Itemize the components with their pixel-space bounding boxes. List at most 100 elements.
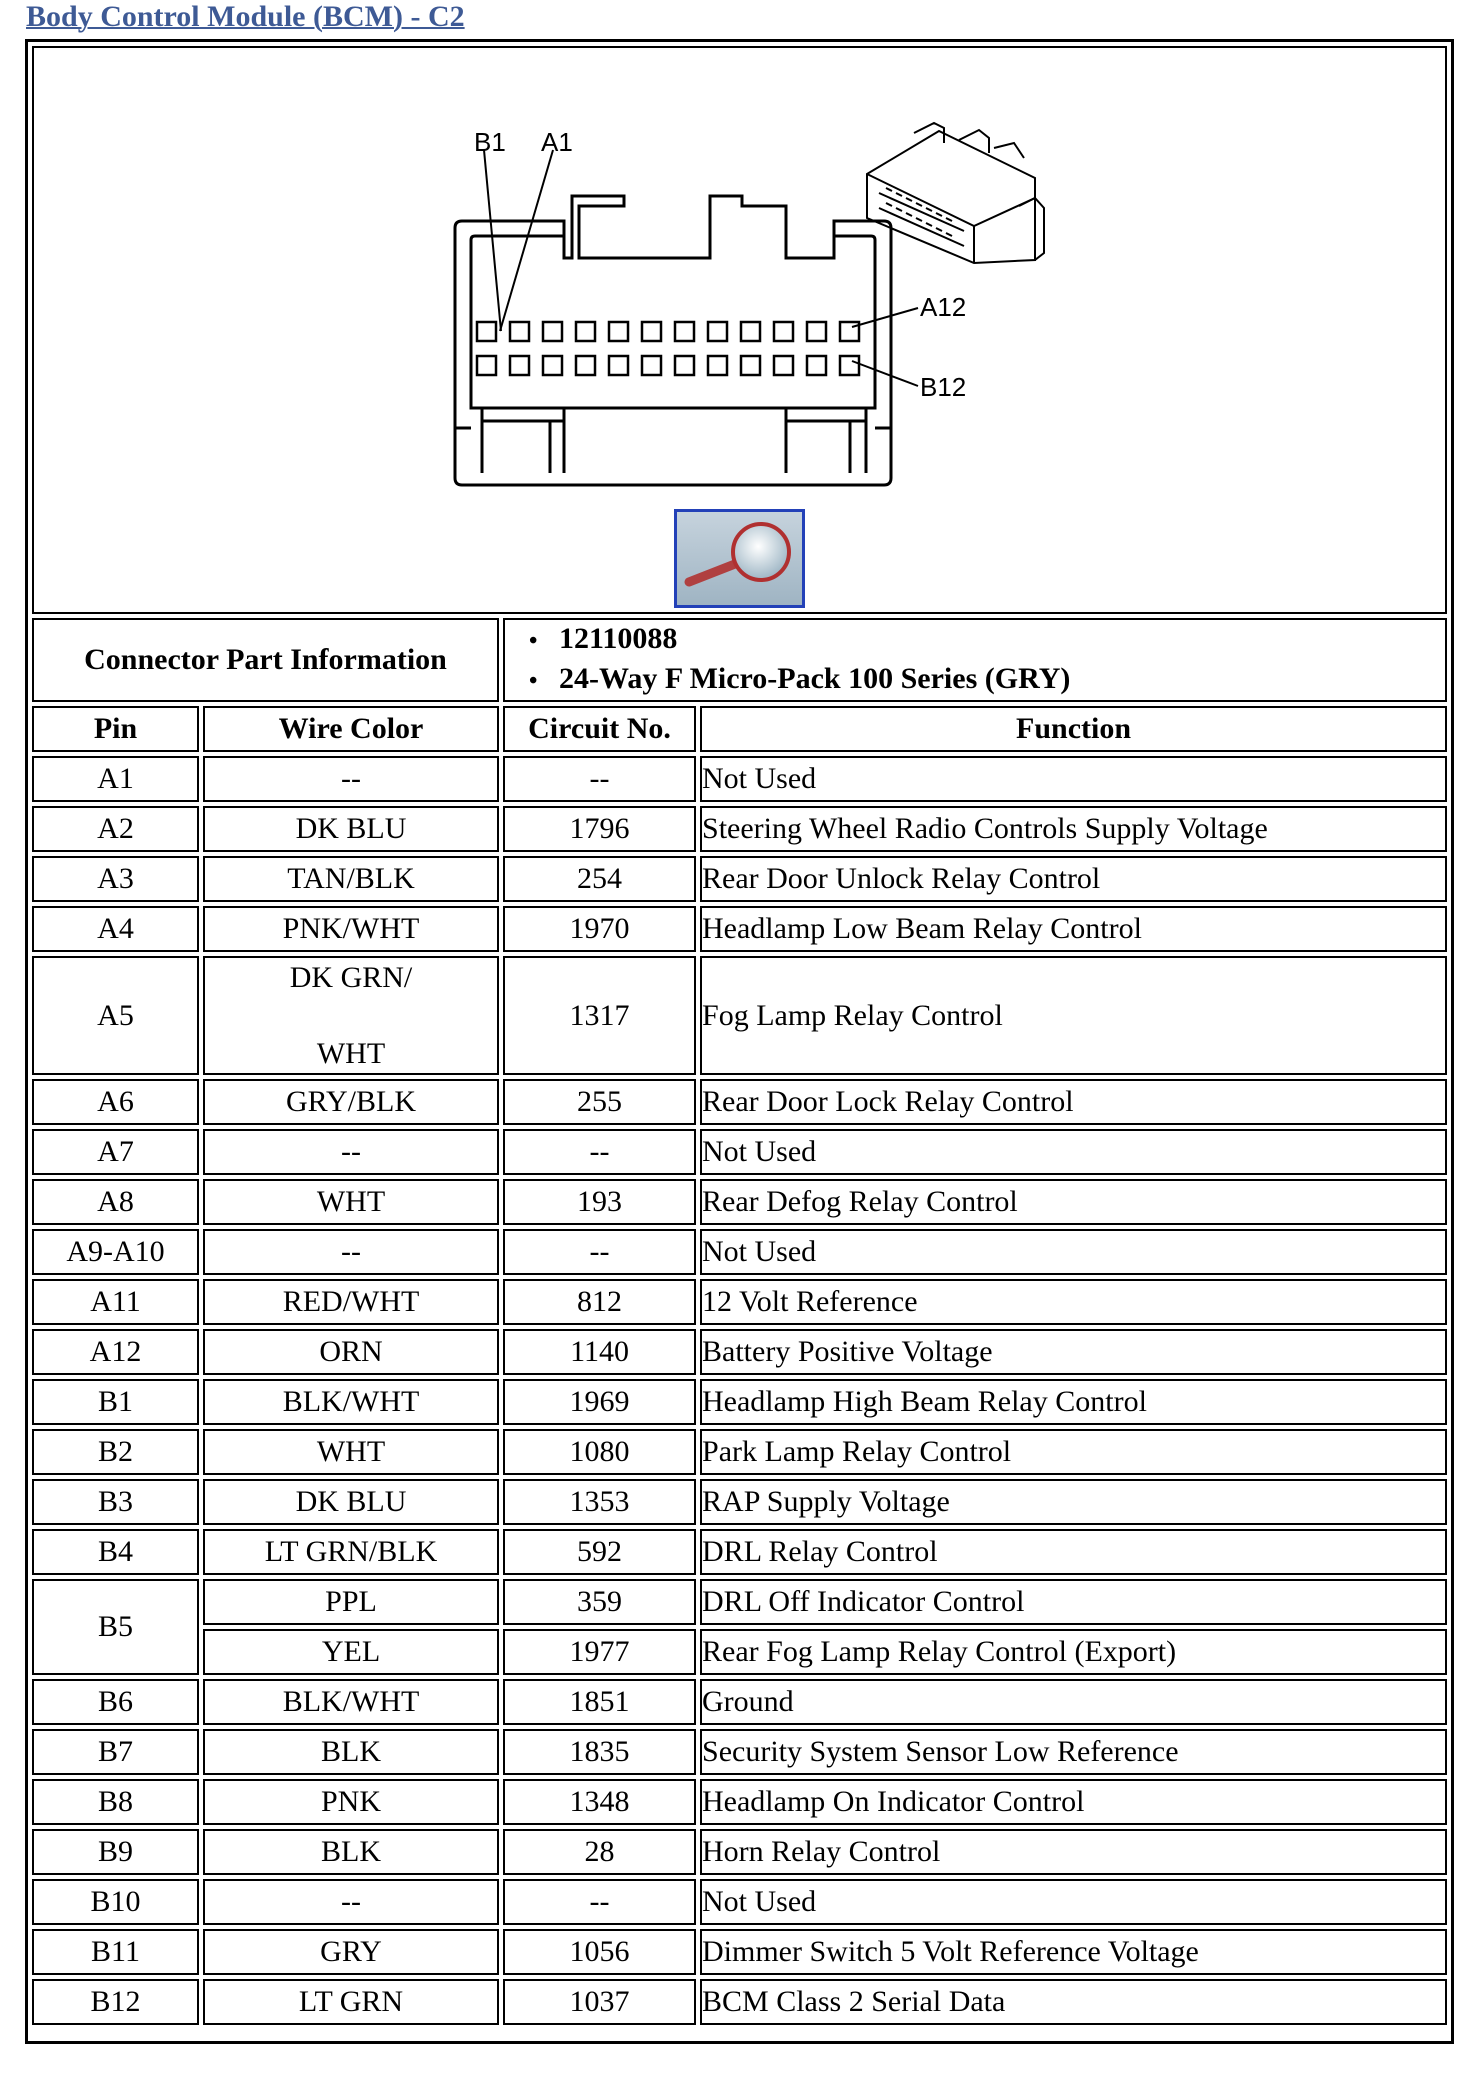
circuit-cell: 1835 (503, 1729, 697, 1775)
circuit-cell: 1969 (503, 1379, 697, 1425)
function-cell: Steering Wheel Radio Controls Supply Vol… (700, 806, 1448, 852)
pin-cell: B10 (32, 1879, 199, 1925)
pin-cell: B1 (32, 1379, 199, 1425)
function-cell: DRL Off Indicator Control (700, 1579, 1448, 1625)
pin-cavity (772, 354, 795, 377)
wire-color-cell: PNK/WHT (203, 906, 500, 952)
function-cell: Ground (700, 1679, 1448, 1725)
circuit-cell: 255 (503, 1079, 697, 1125)
function-cell: Headlamp High Beam Relay Control (700, 1379, 1448, 1425)
circuit-cell: 592 (503, 1529, 697, 1575)
pin-cell: B5 (32, 1579, 199, 1675)
wire-color-cell: BLK/WHT (203, 1379, 500, 1425)
connector-3d-view (866, 121, 1045, 265)
function-cell: 12 Volt Reference (700, 1279, 1448, 1325)
wire-color-cell: DK BLU (203, 1479, 500, 1525)
wire-color-cell: BLK (203, 1729, 500, 1775)
table-row: B6 BLK/WHT 1851 Ground (32, 1679, 1448, 1725)
pin-cell: B8 (32, 1779, 199, 1825)
table-row: A9-A10 -- -- Not Used (32, 1229, 1448, 1275)
table-row: A1 -- -- Not Used (32, 756, 1448, 802)
wire-color-cell: GRY/BLK (203, 1079, 500, 1125)
pin-cell: A8 (32, 1179, 199, 1225)
circuit-cell: 1140 (503, 1329, 697, 1375)
table-row: A2 DK BLU 1796 Steering Wheel Radio Cont… (32, 806, 1448, 852)
function-cell: Dimmer Switch 5 Volt Reference Voltage (700, 1929, 1448, 1975)
pin-cell: A9-A10 (32, 1229, 199, 1275)
pin-cell: A3 (32, 856, 199, 902)
table-row: A7 -- -- Not Used (32, 1129, 1448, 1175)
circuit-cell: 1037 (503, 1979, 697, 2025)
circuit-cell: 1317 (503, 956, 697, 1075)
wire-color-cell: LT GRN/BLK (203, 1529, 500, 1575)
pin-cell: B3 (32, 1479, 199, 1525)
pin-cell: B2 (32, 1429, 199, 1475)
pin-cell: A2 (32, 806, 199, 852)
connector-diagram-panel: B1 A1 A12 B12 (32, 46, 1447, 614)
function-cell: Fog Lamp Relay Control (700, 956, 1448, 1075)
pin-cavity (574, 320, 597, 343)
connector-document: B1 A1 A12 B12 (25, 39, 1454, 2044)
circuit-cell: 1970 (503, 906, 697, 952)
wire-color-cell: PNK (203, 1779, 500, 1825)
circuit-cell: 1080 (503, 1429, 697, 1475)
zoom-button[interactable] (674, 509, 805, 608)
wire-color-cell: TAN/BLK (203, 856, 500, 902)
function-cell: Rear Door Unlock Relay Control (700, 856, 1448, 902)
table-row: B8 PNK 1348 Headlamp On Indicator Contro… (32, 1779, 1448, 1825)
wire-color-line: WHT (316, 1036, 386, 1070)
pin-cavity (508, 354, 531, 377)
circuit-cell: 193 (503, 1179, 697, 1225)
header-pin: Pin (32, 706, 199, 752)
wire-color-line: DK GRN/ (289, 960, 413, 994)
connector-face-diagram: B1 A1 A12 B12 (453, 121, 1045, 487)
circuit-cell: 1796 (503, 806, 697, 852)
table-row: A5 DK GRN/ WHT 1317 Fog Lamp Relay Contr… (32, 956, 1448, 1075)
wire-color-cell: BLK/WHT (203, 1679, 500, 1725)
label-b1: B1 (474, 127, 506, 157)
magnifier-icon (684, 522, 791, 587)
circuit-cell: 1056 (503, 1929, 697, 1975)
page-title[interactable]: Body Control Module (BCM) - C2 (26, 0, 465, 33)
pin-cavity (772, 320, 795, 343)
table-header-row: Pin Wire Color Circuit No. Function (32, 706, 1448, 752)
pin-cell: B6 (32, 1679, 199, 1725)
circuit-cell: -- (503, 756, 697, 802)
pin-cell: B12 (32, 1979, 199, 2025)
circuit-cell: 1348 (503, 1779, 697, 1825)
function-cell: Rear Door Lock Relay Control (700, 1079, 1448, 1125)
label-b12: B12 (920, 372, 966, 402)
function-cell: Security System Sensor Low Reference (700, 1729, 1448, 1775)
pin-cavity (475, 354, 498, 377)
wire-color-cell: WHT (203, 1429, 500, 1475)
table-row: B7 BLK 1835 Security System Sensor Low R… (32, 1729, 1448, 1775)
pin-cavity (706, 354, 729, 377)
function-cell: Battery Positive Voltage (700, 1329, 1448, 1375)
pin-cavity (805, 354, 828, 377)
pin-cell: B7 (32, 1729, 199, 1775)
connector-info-row: Connector Part Information 12110088 24-W… (32, 618, 1448, 702)
table-row: B12 LT GRN 1037 BCM Class 2 Serial Data (32, 1979, 1448, 2025)
function-cell: Not Used (700, 1129, 1448, 1175)
table-row: B11 GRY 1056 Dimmer Switch 5 Volt Refere… (32, 1929, 1448, 1975)
connector-part-number: 12110088 (559, 620, 1445, 660)
pin-cavity (805, 320, 828, 343)
pin-grid (475, 320, 861, 377)
connector-info-values: 12110088 24-Way F Micro-Pack 100 Series … (503, 618, 1448, 702)
function-cell: Headlamp On Indicator Control (700, 1779, 1448, 1825)
function-cell: Rear Defog Relay Control (700, 1179, 1448, 1225)
function-cell: DRL Relay Control (700, 1529, 1448, 1575)
pin-cavity (640, 354, 663, 377)
pin-cell: A6 (32, 1079, 199, 1125)
pin-cavity (541, 320, 564, 343)
function-cell: RAP Supply Voltage (700, 1479, 1448, 1525)
function-cell: BCM Class 2 Serial Data (700, 1979, 1448, 2025)
circuit-cell: -- (503, 1879, 697, 1925)
pin-cavity (508, 320, 531, 343)
pin-cell: A7 (32, 1129, 199, 1175)
pin-cell: A12 (32, 1329, 199, 1375)
pin-cavity (574, 354, 597, 377)
pin-cavity (607, 354, 630, 377)
wire-color-cell: YEL (203, 1629, 500, 1675)
pin-cavity (739, 354, 762, 377)
